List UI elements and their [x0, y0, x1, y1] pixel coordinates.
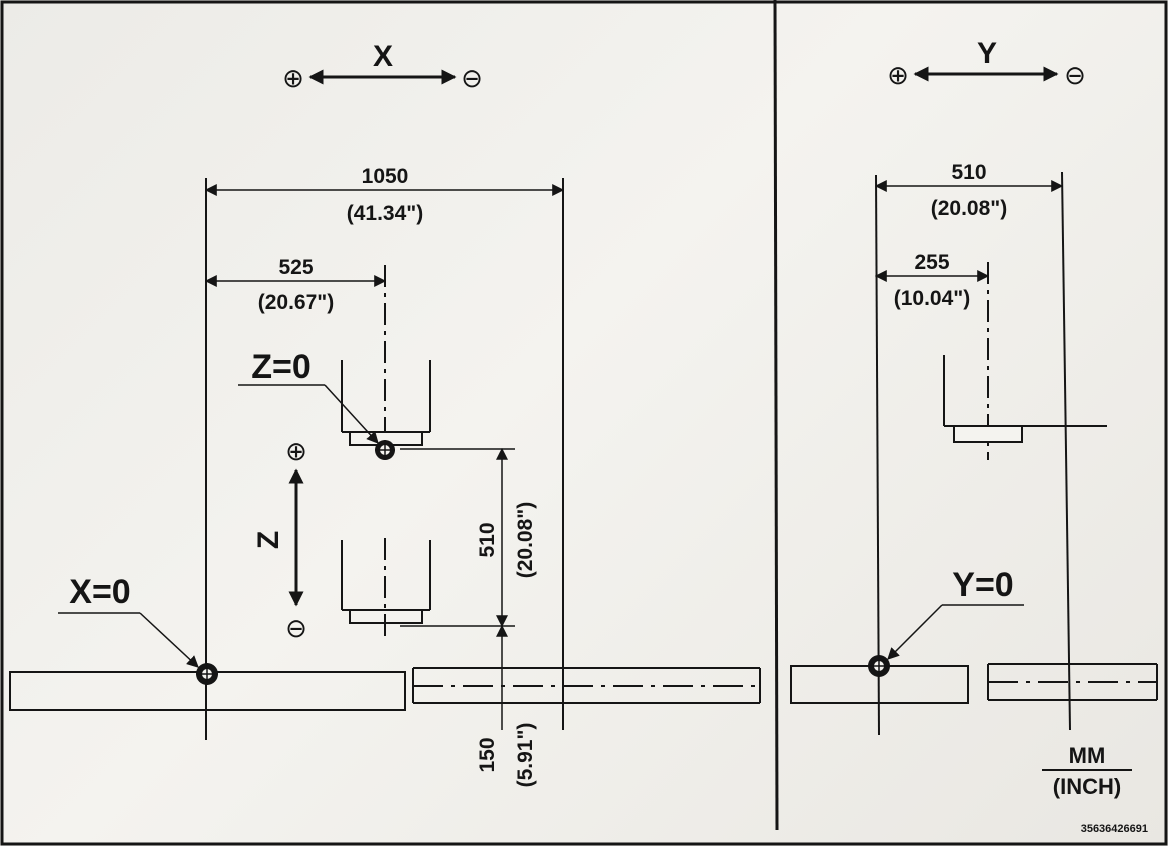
z-zero-marker	[375, 440, 395, 460]
z-zero-label: Z=0	[251, 348, 311, 386]
z-axis-direction: ⊕ ⊖ Z	[252, 436, 307, 643]
y-zero-label: Y=0	[952, 566, 1013, 604]
y-zero-marker	[868, 655, 890, 677]
z-zero-leader	[238, 384, 379, 444]
z-travel-mm: 510	[476, 522, 499, 557]
z-travel-inch: (20.08")	[514, 502, 537, 579]
z-minus-icon: ⊖	[285, 613, 307, 643]
x-dimension-lines	[204, 178, 565, 740]
y-zero-leader	[887, 604, 1024, 660]
y-dimension-lines	[874, 171, 1071, 736]
units-legend: MM (INCH)	[1042, 743, 1132, 799]
y-travel-inch: (20.08")	[931, 197, 1008, 220]
x-axis-direction: X ⊕ ⊖	[282, 40, 483, 93]
units-mm: MM	[1069, 743, 1106, 768]
y-center-mm: 255	[914, 251, 949, 274]
x-center-mm: 525	[278, 256, 313, 279]
x-plus-icon: ⊕	[282, 63, 304, 93]
z-plus-icon: ⊕	[285, 436, 307, 466]
y-table	[790, 663, 1158, 704]
y-travel-mm: 510	[951, 161, 986, 184]
x-travel-inch: (41.34")	[347, 202, 424, 225]
y-spindle	[943, 355, 1107, 443]
part-number: 35636426691	[1081, 823, 1148, 835]
x-center-inch: (20.67")	[258, 291, 335, 314]
z-dimension-lines	[400, 447, 515, 730]
y-center-inch: (10.04")	[894, 287, 971, 310]
x-table	[9, 667, 761, 711]
y-plus-icon: ⊕	[887, 60, 909, 90]
y-axis-direction: Y ⊕ ⊖	[887, 37, 1086, 90]
x-axis-label: X	[373, 40, 393, 73]
x-travel-mm: 1050	[362, 165, 409, 188]
z-offset-mm: 150	[476, 737, 499, 772]
z-offset-inch: (5.91")	[514, 723, 537, 788]
x-zero-label: X=0	[69, 573, 130, 611]
z-axis-label: Z	[252, 531, 285, 549]
y-minus-icon: ⊖	[1064, 60, 1086, 90]
x-minus-icon: ⊖	[461, 63, 483, 93]
x-zero-leader	[58, 612, 199, 668]
spindle-lower	[341, 538, 431, 640]
y-axis-label: Y	[977, 37, 997, 70]
units-inch: (INCH)	[1053, 774, 1121, 799]
x-zero-marker	[196, 663, 218, 685]
